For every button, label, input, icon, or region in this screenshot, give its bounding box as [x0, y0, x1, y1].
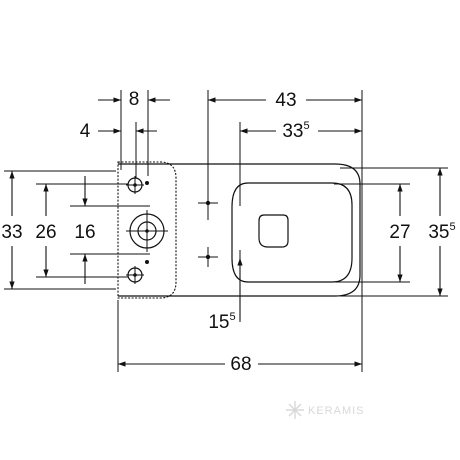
dim-label-155: 155: [208, 311, 235, 333]
bowl-opening-outline: [258, 214, 289, 248]
watermark: KERAMIS: [286, 401, 365, 419]
watermark-text: KERAMIS: [308, 405, 365, 417]
dim-label-68: 68: [230, 354, 251, 375]
dim-label-27: 27: [389, 222, 410, 243]
extension-lines: [4, 90, 448, 372]
dim-label-16: 16: [74, 222, 95, 243]
fixing-hole-centers: [133, 181, 211, 277]
cistern-outline: [117, 161, 177, 299]
dim-label-4: 4: [80, 121, 91, 142]
dim-label-355: 355: [428, 221, 455, 243]
dim-label-43: 43: [275, 90, 296, 111]
toilet-body-outline: [118, 163, 361, 297]
dim-label-335: 335: [282, 120, 309, 142]
dim-label-8: 8: [129, 89, 140, 110]
seat-outline: [231, 182, 353, 283]
dim-label-33: 33: [1, 222, 22, 243]
snowflake-logo-icon: [286, 401, 304, 419]
dim-label-26: 26: [35, 222, 56, 243]
